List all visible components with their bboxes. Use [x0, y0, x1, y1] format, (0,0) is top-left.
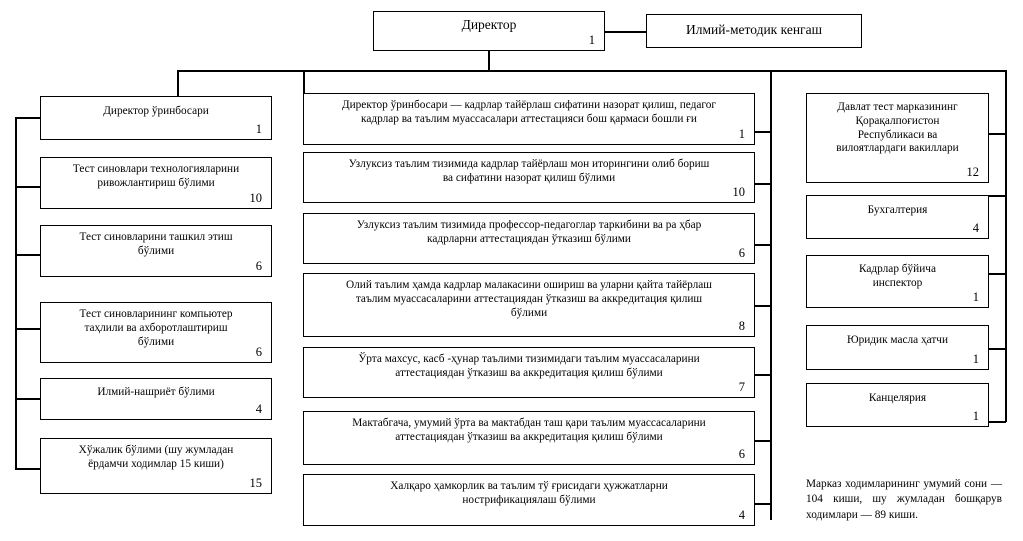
node-director[interactable]: Директор 1: [373, 11, 605, 51]
node-center-7-count: 4: [738, 508, 745, 523]
node-left-4-count: 6: [255, 345, 262, 360]
connector-main-bus: [177, 70, 1006, 72]
node-center-6[interactable]: Мактабгача, умумий ўрта ва мактабдан таш…: [303, 411, 755, 465]
node-center-3-label: Узлуксиз таълим тизимида профессор-педаг…: [356, 219, 702, 245]
node-right-2-count: 4: [972, 221, 979, 236]
node-right-2[interactable]: Бухгалтерия 4: [806, 195, 989, 239]
connector-left-stub-4: [15, 328, 41, 330]
node-left-3-count: 6: [255, 259, 262, 274]
node-right-4-label: Юридик масла ҳатчи: [846, 334, 949, 346]
connector-center-stub-4: [755, 305, 771, 307]
connector-left-stub-1: [15, 117, 41, 119]
connector-left-stub-5: [15, 398, 41, 400]
node-left-6[interactable]: Хўжалик бўлими (шу жумладан ёрдамчи ходи…: [40, 438, 272, 494]
node-right-1-count: 12: [966, 165, 980, 180]
connector-left-stub-6: [15, 468, 41, 470]
connector-right-stub-2: [989, 195, 1006, 197]
node-right-3-label: Кадрлар бўйича инспектор: [859, 263, 936, 289]
node-center-5-label: Ўрта махсус, касб -ҳунар таълими тизимид…: [358, 353, 700, 379]
connector-center-spine: [770, 70, 772, 520]
node-right-5-count: 1: [972, 409, 979, 424]
node-center-2[interactable]: Узлуксиз таълим тизимида кадрлар тайёрла…: [303, 152, 755, 203]
node-center-2-label: Узлуксиз таълим тизимида кадрлар тайёрла…: [348, 158, 710, 184]
node-left-2-label: Тест синовлари технологияларини ривожлан…: [72, 163, 240, 189]
node-left-5[interactable]: Илмий-нашриёт бўлими 4: [40, 378, 272, 420]
node-left-4[interactable]: Тест синовларининг компьютер таҳлили ва …: [40, 302, 272, 363]
node-center-7-label: Халқаро ҳамкорлик ва таълим тў ғрисидаги…: [390, 480, 668, 506]
node-right-5[interactable]: Канцелярия 1: [806, 383, 989, 427]
node-left-1-label: Директор ўринбосари: [103, 105, 209, 117]
node-left-6-count: 15: [249, 476, 263, 491]
node-left-2[interactable]: Тест синовлари технологияларини ривожлан…: [40, 157, 272, 209]
node-left-2-count: 10: [249, 191, 263, 206]
node-scientific-methodical-council[interactable]: Илмий-методик кенгаш: [646, 14, 862, 48]
node-left-4-label: Тест синовларининг компьютер таҳлили ва …: [79, 308, 233, 348]
connector-center-stub-3: [755, 244, 771, 246]
node-center-5[interactable]: Ўрта махсус, касб -ҳунар таълими тизимид…: [303, 347, 755, 398]
connector-left-drop: [177, 70, 179, 96]
connector-center-stub-2: [755, 183, 771, 185]
footnote-total-staff: Марказ ходимларининг умумий сони — 104 к…: [806, 478, 1002, 521]
node-center-6-label: Мактабгача, умумий ўрта ва мактабдан таш…: [352, 417, 706, 443]
connector-left-spine: [15, 117, 17, 468]
node-right-1-label: Давлат тест марказининг Қорақалпоғистон …: [836, 101, 959, 155]
node-center-2-count: 10: [732, 185, 746, 200]
connector-right-stub-4: [989, 348, 1006, 350]
connector-right-stub-3: [989, 273, 1006, 275]
node-right-5-label: Канцелярия: [868, 392, 927, 404]
node-center-6-count: 6: [738, 447, 745, 462]
connector-left-stub-2: [15, 186, 41, 188]
node-center-4-count: 8: [738, 319, 745, 334]
node-left-5-label: Илмий-нашриёт бўлими: [97, 386, 215, 398]
node-center-3[interactable]: Узлуксиз таълим тизимида профессор-педаг…: [303, 213, 755, 264]
node-right-4-count: 1: [972, 352, 979, 367]
connector-center-drop: [303, 70, 305, 93]
node-scientific-methodical-council-label: Илмий-методик кенгаш: [686, 22, 822, 37]
node-center-5-count: 7: [738, 380, 745, 395]
node-center-1[interactable]: Директор ўринбосари — кадрлар тайёрлаш с…: [303, 93, 755, 145]
node-center-1-count: 1: [738, 127, 745, 142]
node-right-3[interactable]: Кадрлар бўйича инспектор 1: [806, 255, 989, 308]
node-center-4-label: Олий таълим ҳамда кадрлар малакасини оши…: [345, 279, 712, 319]
node-director-label: Директор: [461, 17, 517, 32]
node-right-2-label: Бухгалтерия: [867, 204, 928, 216]
node-left-1[interactable]: Директор ўринбосари 1: [40, 96, 272, 140]
connector-center-stub-1: [755, 131, 771, 133]
node-left-3-label: Тест синовларини ташкил этиш бўлими: [79, 231, 233, 257]
node-right-4[interactable]: Юридик масла ҳатчи 1: [806, 325, 989, 370]
connector-right-spine: [1005, 70, 1007, 422]
connector-left-stub-3: [15, 254, 41, 256]
node-right-3-count: 1: [972, 290, 979, 305]
node-center-1-label: Директор ўринбосари — кадрлар тайёрлаш с…: [341, 99, 717, 125]
connector-director-stem: [488, 50, 490, 71]
node-center-3-count: 6: [738, 246, 745, 261]
node-left-3[interactable]: Тест синовларини ташкил этиш бўлими 6: [40, 225, 272, 277]
connector-right-stub-5: [989, 421, 1006, 423]
node-director-count: 1: [588, 33, 595, 48]
node-left-5-count: 4: [255, 402, 262, 417]
node-right-1[interactable]: Давлат тест марказининг Қорақалпоғистон …: [806, 93, 989, 183]
connector-director-to-council: [605, 31, 646, 33]
node-center-7[interactable]: Халқаро ҳамкорлик ва таълим тў ғрисидаги…: [303, 474, 755, 526]
node-left-6-label: Хўжалик бўлими (шу жумладан ёрдамчи ходи…: [78, 444, 234, 470]
connector-center-stub-7: [755, 503, 771, 505]
connector-center-stub-6: [755, 440, 771, 442]
node-left-1-count: 1: [255, 122, 262, 137]
connector-right-stub-1: [989, 133, 1006, 135]
node-center-4[interactable]: Олий таълим ҳамда кадрлар малакасини оши…: [303, 273, 755, 337]
connector-center-stub-5: [755, 374, 771, 376]
